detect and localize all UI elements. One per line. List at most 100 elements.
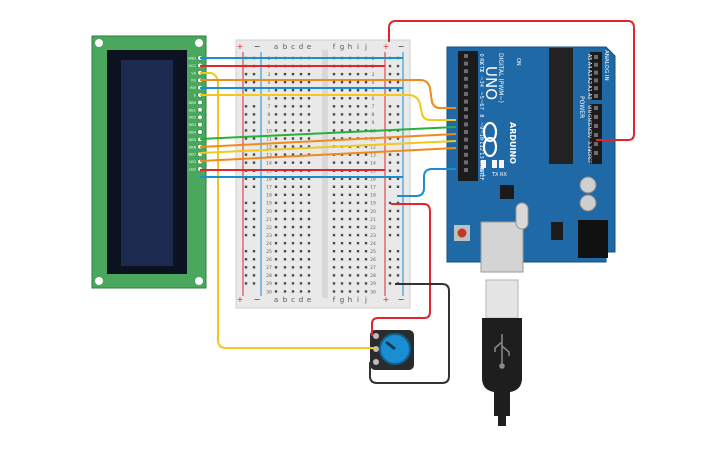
breadboard-hole[interactable] [348, 209, 352, 213]
rail-hole[interactable] [244, 177, 248, 180]
analog-pin[interactable] [594, 70, 598, 75]
breadboard-hole[interactable] [307, 250, 311, 253]
breadboard-hole[interactable] [348, 72, 352, 76]
breadboard-hole[interactable] [291, 193, 295, 197]
breadboard-hole[interactable] [274, 137, 278, 140]
breadboard-hole[interactable] [348, 225, 352, 229]
breadboard-hole[interactable] [356, 129, 360, 132]
breadboard-hole[interactable] [356, 225, 360, 229]
breadboard-hole[interactable] [356, 153, 360, 156]
wire-lcd-d5[interactable] [199, 133, 457, 148]
breadboard-hole[interactable] [283, 241, 287, 245]
breadboard-hole[interactable] [332, 161, 336, 164]
breadboard-hole[interactable] [364, 72, 368, 76]
breadboard-hole[interactable] [283, 80, 287, 84]
breadboard-hole[interactable] [364, 193, 368, 197]
breadboard-hole[interactable] [340, 129, 344, 132]
breadboard-hole[interactable] [274, 97, 278, 100]
breadboard-hole[interactable] [348, 89, 352, 92]
breadboard-hole[interactable] [307, 258, 311, 261]
power-pin[interactable] [594, 142, 598, 146]
digital-pin[interactable] [464, 99, 468, 104]
breadboard-hole[interactable] [340, 258, 344, 261]
rail-hole[interactable] [396, 209, 400, 213]
breadboard-hole[interactable] [274, 121, 278, 124]
breadboard-hole[interactable] [299, 225, 303, 229]
breadboard-hole[interactable] [340, 266, 344, 269]
digital-pin[interactable] [464, 130, 468, 134]
breadboard-hole[interactable] [348, 241, 352, 245]
breadboard-hole[interactable] [348, 201, 352, 205]
breadboard-hole[interactable] [299, 145, 303, 148]
rail-hole[interactable] [388, 177, 392, 180]
breadboard-hole[interactable] [332, 121, 336, 124]
breadboard-hole[interactable] [332, 225, 336, 229]
breadboard-hole[interactable] [274, 209, 278, 213]
rail-hole[interactable] [244, 80, 248, 84]
breadboard-hole[interactable] [340, 80, 344, 84]
wire-lcd-d7[interactable] [199, 147, 457, 162]
breadboard-hole[interactable] [356, 89, 360, 92]
breadboard-hole[interactable] [364, 177, 368, 180]
breadboard-hole[interactable] [332, 233, 336, 237]
breadboard-hole[interactable] [299, 121, 303, 124]
digital-pin[interactable] [464, 114, 468, 119]
breadboard-hole[interactable] [332, 185, 336, 188]
breadboard-hole[interactable] [291, 274, 295, 277]
breadboard-hole[interactable] [307, 129, 311, 132]
breadboard-hole[interactable] [299, 274, 303, 277]
rail-hole[interactable] [244, 250, 248, 253]
rail-hole[interactable] [388, 282, 392, 285]
analog-pin[interactable] [594, 62, 598, 67]
breadboard-hole[interactable] [274, 225, 278, 229]
breadboard-hole[interactable] [274, 153, 278, 156]
rail-hole[interactable] [244, 113, 248, 116]
wire-arduino-5v[interactable] [388, 20, 635, 141]
breadboard-hole[interactable] [291, 201, 295, 205]
rail-hole[interactable] [252, 177, 256, 180]
breadboard-hole[interactable] [332, 177, 336, 180]
breadboard-hole[interactable] [356, 113, 360, 116]
breadboard-hole[interactable] [274, 113, 278, 116]
digital-pin[interactable] [464, 160, 468, 165]
rail-hole[interactable] [252, 161, 256, 164]
breadboard-hole[interactable] [307, 113, 311, 116]
rail-hole[interactable] [252, 185, 256, 188]
breadboard-hole[interactable] [283, 225, 287, 229]
breadboard-hole[interactable] [364, 266, 368, 269]
breadboard-hole[interactable] [332, 89, 336, 92]
wire-arduino-gnd[interactable] [397, 168, 456, 197]
rail-hole[interactable] [244, 266, 248, 269]
analog-pin[interactable] [594, 78, 598, 83]
breadboard-hole[interactable] [307, 217, 311, 221]
breadboard-hole[interactable] [283, 233, 287, 237]
breadboard-hole[interactable] [283, 290, 287, 293]
rail-hole[interactable] [252, 113, 256, 116]
breadboard-hole[interactable] [332, 193, 336, 197]
breadboard-hole[interactable] [364, 201, 368, 205]
breadboard-hole[interactable] [274, 145, 278, 148]
rail-hole[interactable] [244, 153, 248, 156]
breadboard-hole[interactable] [283, 250, 287, 253]
breadboard-hole[interactable] [274, 161, 278, 164]
breadboard-hole[interactable] [307, 185, 311, 188]
rail-hole[interactable] [244, 209, 248, 213]
digital-pin[interactable] [464, 84, 468, 89]
rail-hole[interactable] [244, 121, 248, 124]
breadboard-hole[interactable] [348, 177, 352, 180]
breadboard-hole[interactable] [364, 153, 368, 156]
breadboard-hole[interactable] [348, 129, 352, 132]
rail-hole[interactable] [396, 266, 400, 269]
rail-hole[interactable] [244, 274, 248, 277]
wire-pot-gnd[interactable] [369, 283, 450, 384]
breadboard-hole[interactable] [348, 217, 352, 221]
breadboard-hole[interactable] [307, 274, 311, 277]
rail-hole[interactable] [396, 177, 400, 180]
breadboard-hole[interactable] [340, 161, 344, 164]
lcd-pin[interactable] [197, 114, 203, 120]
breadboard-hole[interactable] [274, 129, 278, 132]
breadboard-hole[interactable] [332, 209, 336, 213]
digital-pin[interactable] [464, 69, 468, 74]
breadboard-hole[interactable] [364, 250, 368, 253]
breadboard-hole[interactable] [307, 241, 311, 245]
